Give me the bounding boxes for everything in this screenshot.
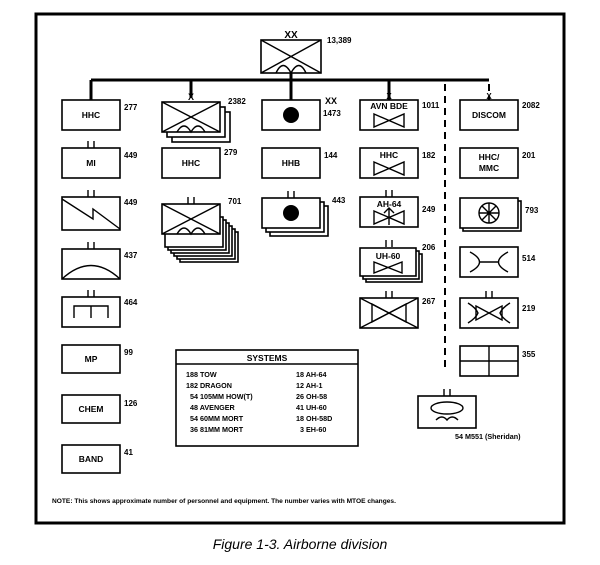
unit-strength: 2082 — [522, 101, 540, 110]
unit-label: MI — [86, 158, 95, 168]
unit-label: HHB — [282, 158, 300, 168]
engineer-battalion — [61, 290, 121, 328]
unit-label: CHEM — [78, 404, 103, 414]
svg-text:X: X — [386, 92, 392, 101]
unit-label-line-2: MMC — [479, 163, 499, 173]
unit-label: HHC — [82, 110, 100, 120]
medical-battalion — [459, 197, 522, 232]
aviation-hhc: HHC — [359, 147, 419, 179]
unit-strength: 701 — [228, 197, 242, 206]
systems-table: SYSTEMS 188 TOW 182 DRAGON 54 105MM HOW(… — [175, 349, 359, 447]
discom-hhc-mmc: HHC/ MMC — [459, 147, 519, 179]
unit-strength: 206 — [422, 243, 436, 252]
system-item: 3 EH-60 — [300, 425, 326, 434]
mi-battalion: MI — [61, 141, 121, 179]
unit-strength: 201 — [522, 151, 536, 160]
svg-text:X: X — [188, 92, 194, 102]
unit-strength: 249 — [422, 205, 436, 214]
divarty-symbol: XX — [261, 96, 337, 131]
unit-strength: 464 — [124, 298, 138, 307]
aviation-brigade: AVN BDE X — [359, 92, 419, 131]
mp-company: MP — [61, 344, 121, 374]
unit-strength: 793 — [525, 206, 539, 215]
sheridan-armor-battalion — [417, 389, 477, 429]
unit-strength: 277 — [124, 103, 138, 112]
unit-label: BAND — [79, 454, 104, 464]
quartermaster-unit — [459, 345, 519, 377]
unit-strength: 41 — [124, 448, 133, 457]
hhb-battery: HHB — [261, 147, 321, 179]
svg-text:XX: XX — [325, 96, 337, 106]
unit-strength: 267 — [422, 297, 436, 306]
unit-strength: 219 — [522, 304, 536, 313]
unit-strength: 514 — [522, 254, 536, 263]
unit-label: AVN BDE — [370, 101, 408, 111]
svg-text:XX: XX — [284, 30, 298, 41]
unit-strength: 279 — [224, 148, 238, 157]
unit-strength: 182 — [422, 151, 436, 160]
brigade-hhc: HHC — [161, 147, 221, 179]
band: BAND — [61, 444, 121, 474]
maintenance-battalion — [459, 291, 519, 329]
system-item: 41 UH-60 — [296, 403, 327, 412]
hhc-unit: HHC — [61, 99, 121, 131]
system-item: 54 60MM MORT — [190, 414, 244, 423]
unit-strength: 443 — [332, 196, 346, 205]
chem-company: CHEM — [61, 394, 121, 424]
system-item: 48 AVENGER — [190, 403, 236, 412]
system-item: 54 105MM HOW(T) — [190, 392, 253, 401]
unit-strength: 2382 — [228, 97, 246, 106]
unit-label: DISCOM — [472, 110, 506, 120]
infantry-battalion-stack — [161, 197, 239, 263]
svg-text:X: X — [486, 92, 492, 101]
air-defense-battalion — [61, 242, 121, 280]
supply-transport-battalion — [459, 246, 519, 278]
diagram-frame — [34, 12, 566, 525]
artillery-battalion-stack — [261, 191, 329, 237]
system-item: 18 AH-64 — [296, 370, 327, 379]
note-text: NOTE: This shows approximate number of p… — [52, 498, 396, 505]
system-item: 12 AH-1 — [296, 381, 323, 390]
sheridan-label: 54 M551 (Sheridan) — [455, 432, 521, 441]
unit-label: HHC — [182, 158, 200, 168]
unit-strength: 1473 — [323, 109, 341, 118]
unit-strength: 437 — [124, 251, 138, 260]
signal-battalion — [61, 190, 121, 231]
assault-helicopter-battalion: UH-60 — [359, 240, 423, 283]
system-item: 182 DRAGON — [186, 381, 232, 390]
attack-helicopter-battalion: AH-64 — [359, 190, 419, 228]
unit-label: MP — [85, 354, 98, 364]
unit-label: HHC/ — [479, 152, 500, 162]
unit-strength: 126 — [124, 399, 138, 408]
system-item: 188 TOW — [186, 370, 217, 379]
unit-strength: 1011 — [422, 101, 440, 110]
unit-label: AH-64 — [377, 199, 402, 209]
unit-label: UH-60 — [376, 251, 401, 261]
division-hq-symbol: XX — [260, 30, 322, 75]
system-item: 26 OH-58 — [296, 392, 327, 401]
cavalry-squadron — [359, 291, 419, 329]
unit-label: HHC — [380, 150, 398, 160]
discom: DISCOM X — [459, 92, 519, 131]
figure-caption: Figure 1-3. Airborne division — [212, 536, 388, 552]
infantry-brigade-stack: X — [161, 92, 231, 143]
division-strength: 13,389 — [327, 36, 352, 45]
unit-strength: 99 — [124, 348, 133, 357]
unit-strength: 144 — [324, 151, 338, 160]
unit-strength: 449 — [124, 151, 138, 160]
systems-title: SYSTEMS — [247, 353, 288, 363]
system-item: 18 OH-58D — [296, 414, 332, 423]
unit-strength: 355 — [522, 350, 536, 359]
unit-strength: 449 — [124, 198, 138, 207]
system-item: 36 81MM MORT — [190, 425, 244, 434]
